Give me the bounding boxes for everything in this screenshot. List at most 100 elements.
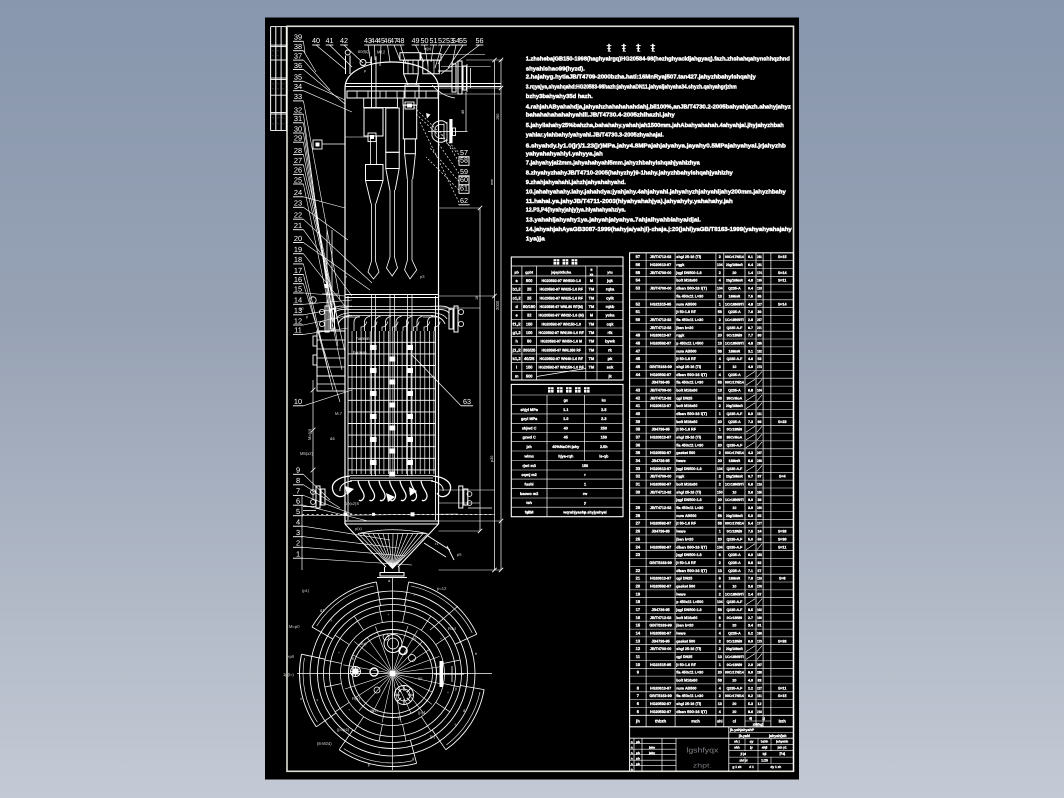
svg-text:JB/T4700-00: JB/T4700-00 <box>650 475 672 479</box>
svg-text:281: 281 <box>757 255 762 259</box>
svg-text:7.5: 7.5 <box>748 530 753 534</box>
svg-text:48: 48 <box>636 340 641 345</box>
svg-text:111: 111 <box>757 694 762 698</box>
svg-text:1Cr18Ni9Ti: 1Cr18Ni9Ti <box>725 655 744 659</box>
svg-text:jb.yahl: jb.yahl <box>738 734 750 738</box>
svg-text:bolt M16x60: bolt M16x60 <box>676 279 697 283</box>
svg-text:27: 27 <box>636 521 641 526</box>
svg-text:36: 36 <box>636 442 641 447</box>
svg-text:yahlar.ylahbahy/yahyahl.JB/T47: yahlar.ylahbahy/yahyahl.JB/T4730.3-2005z… <box>526 131 664 138</box>
svg-text:7.6: 7.6 <box>748 310 753 314</box>
svg-text:6: 6 <box>296 497 300 506</box>
svg-text:JB4736-95: JB4736-95 <box>651 639 669 643</box>
svg-text:31: 31 <box>636 482 641 487</box>
svg-text:9.0: 9.0 <box>748 498 753 502</box>
svg-text:280: 280 <box>757 506 762 510</box>
svg-text:273: 273 <box>757 365 762 369</box>
svg-text:35: 35 <box>636 450 641 455</box>
svg-text:6.shyahdy.ly1.0(jr)/1.23(jr)MP: 6.shyahdy.ly1.0(jr)/1.23(jr)MPa.jahy4.8M… <box>526 142 786 149</box>
svg-text:2000: 2000 <box>495 300 500 310</box>
svg-text:174: 174 <box>757 271 762 275</box>
svg-text:S=11: S=11 <box>778 279 787 283</box>
svg-text:6.4: 6.4 <box>748 263 753 267</box>
svg-text:54: 54 <box>452 36 460 45</box>
svg-text:13: 13 <box>294 306 302 315</box>
svg-text:4: 4 <box>719 686 722 690</box>
svg-text:39: 39 <box>636 419 641 424</box>
svg-text:2.5: 2.5 <box>601 408 606 412</box>
svg-text:60: 60 <box>460 175 468 184</box>
svg-text:44: 44 <box>371 36 379 45</box>
svg-text:S=23: S=23 <box>778 420 787 424</box>
svg-text:n: n <box>631 756 633 760</box>
svg-text:JB/T4700-00: JB/T4700-00 <box>650 271 672 275</box>
svg-text:(c): (c) <box>412 637 417 641</box>
svg-text:14: 14 <box>636 631 641 636</box>
svg-text:+p0: +p0 <box>287 654 295 659</box>
svg-text:2: 2 <box>719 271 721 275</box>
svg-text:rqka: rqka <box>606 287 615 292</box>
svg-text:R4d: R4d <box>448 626 456 631</box>
svg-text:173: 173 <box>757 639 762 643</box>
svg-text:JB/T4700-00: JB/T4700-00 <box>650 647 672 651</box>
svg-text:M5(x2): M5(x2) <box>300 451 314 456</box>
svg-text:bywk: bywk <box>605 339 616 344</box>
svg-text:(p)4: (p)4 <box>418 710 426 715</box>
svg-text:4: 4 <box>719 710 722 714</box>
svg-text:HG20592-97: HG20592-97 <box>650 632 671 636</box>
svg-text:dban 500-16 l(T): dban 500-16 l(T) <box>676 545 708 549</box>
svg-text:shyahlshao99(hyzd).: shyahlshao99(hyzd). <box>526 65 585 72</box>
svg-text:p: p <box>364 69 366 73</box>
svg-text:~: ~ <box>282 116 284 120</box>
svg-text:jt 50-1.6 RF: jt 50-1.6 RF <box>675 428 696 432</box>
svg-text:16MnR: 16MnR <box>729 349 741 353</box>
svg-text:2: 2 <box>719 475 721 479</box>
svg-text:pb: pb <box>636 762 640 766</box>
svg-text:jzh: jzh <box>525 445 532 449</box>
svg-text:1.4: 1.4 <box>748 271 753 275</box>
svg-text:bolt M16x60: bolt M16x60 <box>676 404 697 408</box>
svg-text:m: m <box>515 373 519 378</box>
svg-text:28: 28 <box>636 513 641 518</box>
svg-text:p30: p30 <box>490 456 494 462</box>
svg-text:n: n <box>631 767 633 771</box>
svg-text:20: 20 <box>294 234 302 243</box>
svg-text:1Cr18Ni9Ti: 1Cr18Ni9Ti <box>725 498 744 502</box>
svg-text:155: 155 <box>757 490 762 494</box>
svg-text:35CrMoA: 35CrMoA <box>727 396 743 400</box>
svg-text:58: 58 <box>718 396 722 400</box>
svg-text:4: 4 <box>719 632 722 636</box>
svg-text:53: 53 <box>636 286 641 291</box>
svg-text:1.1: 1.1 <box>563 408 568 412</box>
svg-text:S=8: S=8 <box>779 577 786 581</box>
svg-text:Q235-A.F: Q235-A.F <box>727 357 744 361</box>
svg-text:500: 500 <box>526 278 533 283</box>
svg-text:TM: TM <box>589 331 594 335</box>
svg-text:102: 102 <box>757 608 762 612</box>
svg-text:p 450x11 L=500: p 450x11 L=500 <box>676 600 703 604</box>
svg-text:c1,2: c1,2 <box>513 295 522 300</box>
svg-text:17: 17 <box>294 266 302 275</box>
svg-text:jqk: jqk <box>606 278 614 283</box>
svg-text:hjya-rqh: hjya-rqh <box>558 454 574 458</box>
svg-text:3: 3 <box>296 528 300 537</box>
svg-text:JB/T4712-92: JB/T4712-92 <box>650 396 672 400</box>
svg-text:jt 50-1.6 RF: jt 50-1.6 RF <box>675 357 696 361</box>
svg-text:y: y <box>584 501 587 505</box>
svg-text:12.P3,P4(hyahyjahjy)ya.hlyahah: 12.P3,P4(hyahyjahjy)ya.hlyahahyahz/ya. <box>526 207 626 214</box>
svg-text:2.hajahyg.hytiaJB/T4709-2000bz: 2.hajahyg.hytiaJB/T4709-2000bzha.hati:16… <box>526 74 757 81</box>
svg-text:R(x): R(x) <box>352 696 361 701</box>
svg-text:M: M <box>590 279 593 283</box>
svg-text:2: 2 <box>719 624 721 628</box>
svg-text:29: 29 <box>636 505 641 510</box>
svg-text:S=30: S=30 <box>778 537 787 541</box>
svg-text:1p(l=): 1p(l=) <box>283 672 294 677</box>
svg-text:jajepbtbzha: jajepbtbzha <box>550 270 572 274</box>
svg-text:pb: pb <box>527 511 532 515</box>
svg-text:50: 50 <box>636 317 641 322</box>
svg-text:20: 20 <box>732 624 736 628</box>
svg-text:jqgl DN500-1.6: jqgl DN500-1.6 <box>675 608 701 612</box>
svg-text:s: s <box>331 618 333 622</box>
svg-text:350/25: 350/25 <box>523 347 536 352</box>
svg-text:58: 58 <box>718 349 722 353</box>
